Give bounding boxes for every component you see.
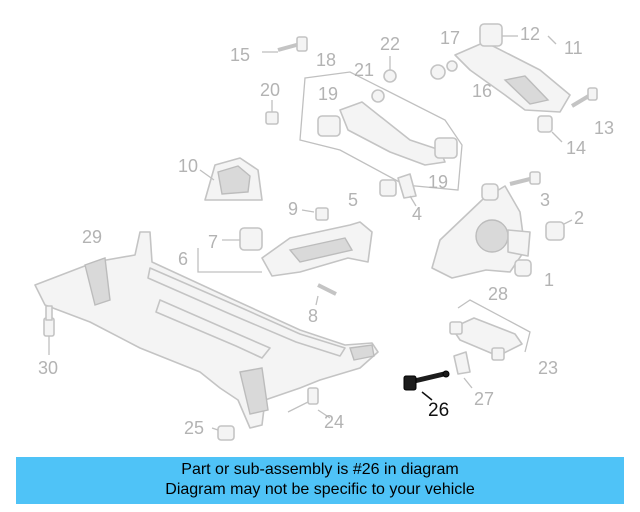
- info-banner: Part or sub-assembly is #26 in diagram D…: [16, 457, 624, 504]
- label-6: 6: [178, 249, 188, 269]
- bracket-27: [453, 351, 473, 389]
- bolt-13: [570, 87, 598, 108]
- bolt-26-highlighted: [403, 370, 450, 401]
- label-16: 16: [472, 81, 492, 101]
- label-8: 8: [308, 306, 318, 326]
- label-3: 3: [540, 190, 550, 210]
- lower-arm-6: [197, 221, 373, 277]
- label-13: 13: [594, 118, 614, 138]
- link-23: [449, 299, 531, 361]
- upper-arm-11: [430, 23, 571, 113]
- label-30: 30: [38, 358, 58, 378]
- label-14: 14: [566, 138, 586, 158]
- label-9: 9: [288, 199, 298, 219]
- banner-line-1: Part or sub-assembly is #26 in diagram: [181, 461, 459, 478]
- label-12: 12: [520, 24, 540, 44]
- bolt-8: [315, 283, 337, 306]
- bolt-24: [287, 387, 331, 419]
- label-7: 7: [208, 232, 218, 252]
- parts-diagram: 1 2 3 4 5 6 7 8 9 10 11 12 13 14 15 16 1…: [34, 23, 614, 441]
- bolt-20: [265, 100, 279, 125]
- mount-10: [199, 157, 263, 201]
- banner-line-2: Diagram may not be specific to your vehi…: [165, 481, 475, 498]
- bolt-9: [301, 207, 329, 221]
- label-18: 18: [316, 50, 336, 70]
- nut-22: [383, 56, 397, 83]
- part-number-labels: 1 2 3 4 5 6 7 8 9 10 11 12 13 14 15 16 1…: [38, 24, 614, 438]
- label-10: 10: [178, 156, 198, 176]
- label-28: 28: [488, 284, 508, 304]
- label-23: 23: [538, 358, 558, 378]
- label-29: 29: [82, 227, 102, 247]
- bolt-30: [43, 305, 55, 355]
- label-22: 22: [380, 34, 400, 54]
- label-5: 5: [348, 190, 358, 210]
- label-4: 4: [412, 204, 422, 224]
- label-15: 15: [230, 45, 250, 65]
- bolt-15: [262, 36, 308, 53]
- knuckle-part: [431, 183, 532, 279]
- label-19-bottom: 19: [428, 172, 448, 192]
- label-17: 17: [440, 28, 460, 48]
- subframe-part: [34, 231, 379, 429]
- label-11: 11: [564, 38, 583, 58]
- label-20: 20: [260, 80, 280, 100]
- label-27: 27: [474, 389, 494, 409]
- label-1: 1: [544, 270, 554, 290]
- arm-assembly-18: [299, 71, 463, 191]
- bolt-3: [509, 171, 541, 186]
- label-2: 2: [574, 208, 584, 228]
- bracket-4: [397, 173, 417, 207]
- label-21: 21: [354, 60, 374, 80]
- label-19-top: 19: [318, 84, 338, 104]
- label-24: 24: [324, 412, 344, 432]
- bushing-2: [545, 219, 573, 241]
- label-25: 25: [184, 418, 204, 438]
- bushing-14: [537, 115, 563, 143]
- label-26-highlighted: 26: [428, 400, 449, 421]
- nut-25: [211, 425, 235, 441]
- bushing-5: [379, 179, 397, 197]
